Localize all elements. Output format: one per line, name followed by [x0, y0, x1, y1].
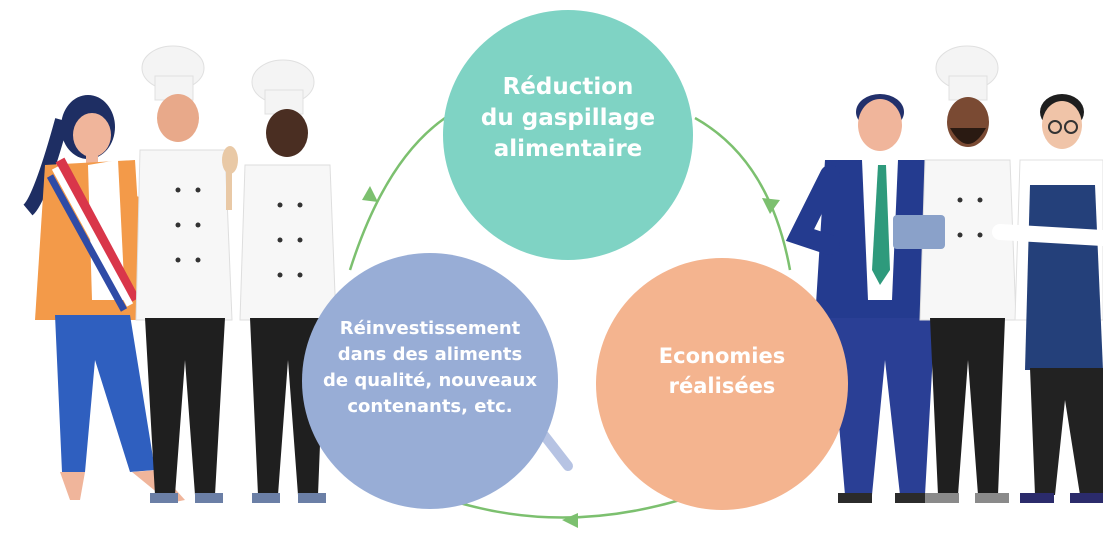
chef-figure: [893, 45, 1017, 503]
node-economies: Economies réalisées: [596, 258, 848, 510]
arrowhead-left: [362, 186, 378, 202]
node-label: Réinvestissement dans des aliments de qu…: [323, 318, 537, 417]
chef-figure: [135, 45, 238, 503]
node-reduction-gaspillage: Réduction du gaspillage alimentaire: [443, 10, 693, 260]
node-reinvestissement: Réinvestissement dans des aliments de qu…: [302, 253, 558, 509]
node-label: Réduction du gaspillage alimentaire: [480, 73, 656, 162]
waitress-figure: [992, 94, 1103, 503]
arrowhead-bottom: [562, 513, 578, 528]
businessman-figure: [785, 94, 945, 503]
arrow-right-to-left: [449, 498, 681, 519]
arrow-left-to-top: [348, 116, 446, 271]
arrowhead-right: [762, 198, 780, 214]
cycle-arrows: [348, 116, 792, 519]
mayor-figure: [22, 95, 196, 503]
node-label: Economies réalisées: [658, 344, 786, 398]
arrow-top-to-right: [694, 116, 792, 271]
